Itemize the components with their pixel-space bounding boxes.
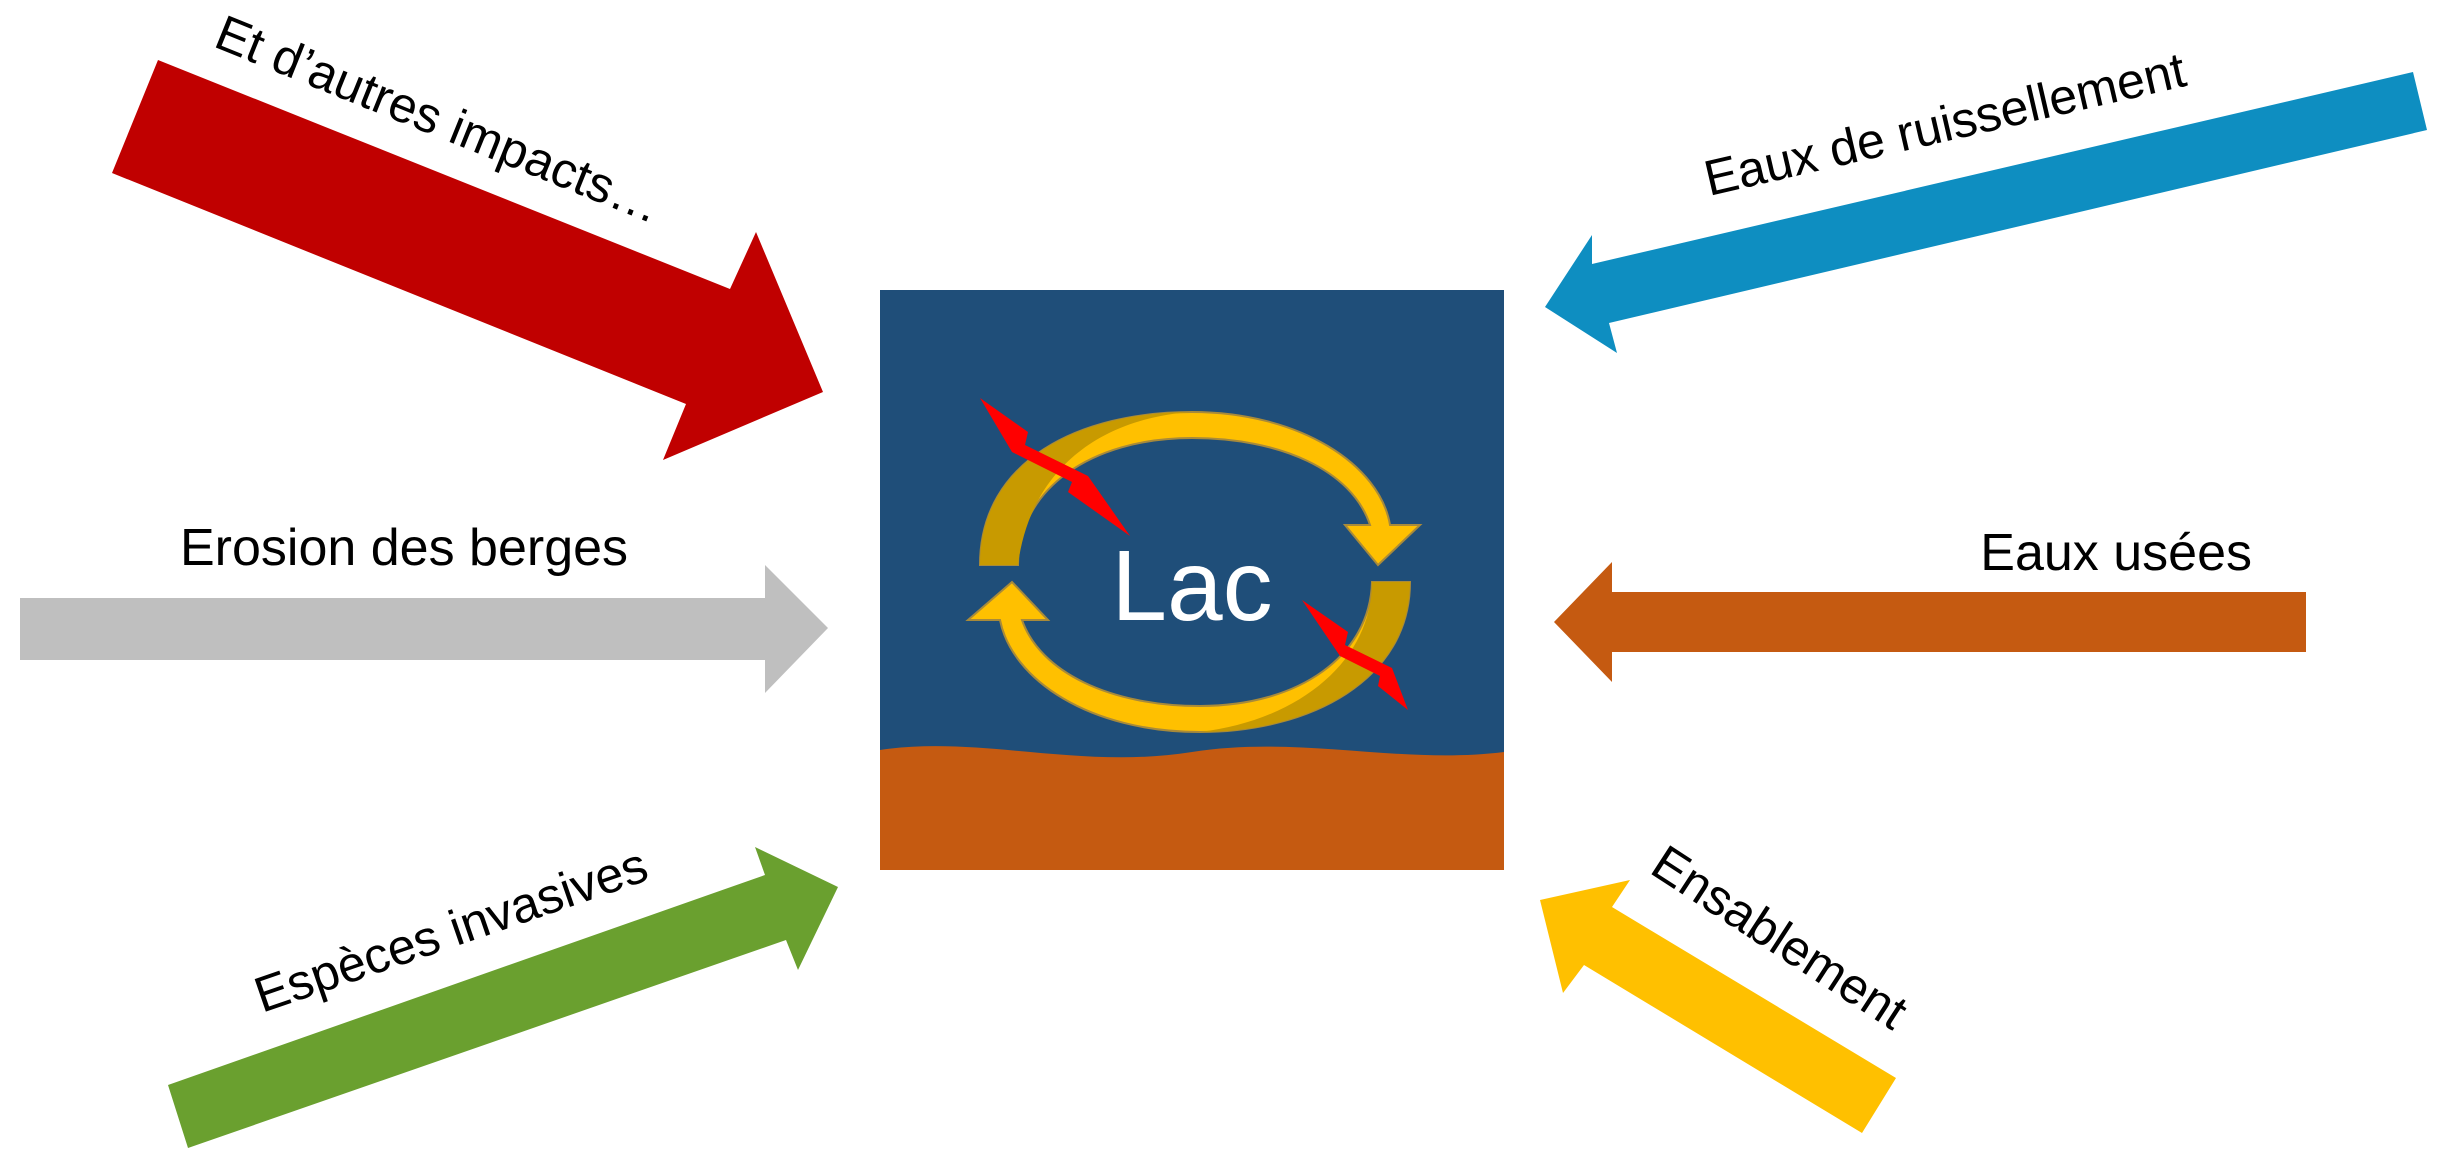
label-erosion: Erosion des berges [180,519,628,577]
pressure-erosion: Erosion des berges [20,519,828,693]
pressure-runoff: Eaux de ruissellement [1545,41,2427,353]
pressure-wastewater: Eaux usées [1554,524,2306,682]
arrow-other [112,60,823,460]
arrow-erosion [20,565,828,693]
disruption-bolt-icon [1302,600,1408,710]
cycle-arrow-top-shade [980,412,1192,565]
pressure-other: Et d’autres impacts… [112,4,823,460]
disruption-bolt-icon [980,398,1130,536]
lake: Lac [880,290,1504,870]
label-wastewater: Eaux usées [1980,524,2252,582]
pressure-silting: Ensablement [1540,834,1917,1133]
arrow-wastewater [1554,562,2306,682]
arrow-silting [1540,880,1896,1133]
pressure-invasive: Espèces invasives [168,837,838,1148]
lake-sediment [880,746,1504,870]
lake-label: Lac [1111,530,1272,642]
arrow-runoff [1545,72,2427,353]
arrow-invasive [168,847,838,1148]
